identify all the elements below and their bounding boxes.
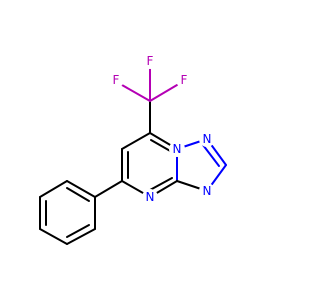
molecule-structure-diagram: F F F N N N N [39,53,227,245]
atom-label-n2: N [146,190,155,204]
bond-c8a-n2-inner [149,177,173,191]
bond-phenyl-5 [66,180,96,198]
atom-label-f3: F [181,73,188,87]
atom-label-f1: F [147,54,154,68]
bond-n3-c2-inner [202,144,220,167]
bond-c7-n1-inner [150,139,173,153]
bond-c-f3 [149,84,178,102]
bonds [39,68,227,245]
atom-f1: F [142,53,158,69]
atom-f3: F [176,72,192,88]
atom-n1: N [169,141,185,157]
atom-label-n4: N [203,184,212,198]
atom-n4: N [199,183,215,199]
atom-f2: F [108,72,124,88]
bond-c6-c7 [121,132,151,150]
bond-phenyl-inner-2 [66,224,90,238]
bond-c-f2 [121,84,151,102]
atom-n3: N [199,131,215,147]
bond-phenyl-inner-3 [66,187,90,202]
atom-labels: F F F N N N N [108,53,215,205]
atom-label-f2: F [113,73,120,87]
bond-phenyl-c5 [94,180,123,198]
bond-phenyl-2 [39,228,68,245]
bond-phenyl-3 [66,228,96,245]
bond-phenyl-6 [39,180,68,198]
atom-n2: N [142,189,158,205]
atom-label-n3: N [203,132,212,146]
atom-label-n1: N [173,142,182,156]
